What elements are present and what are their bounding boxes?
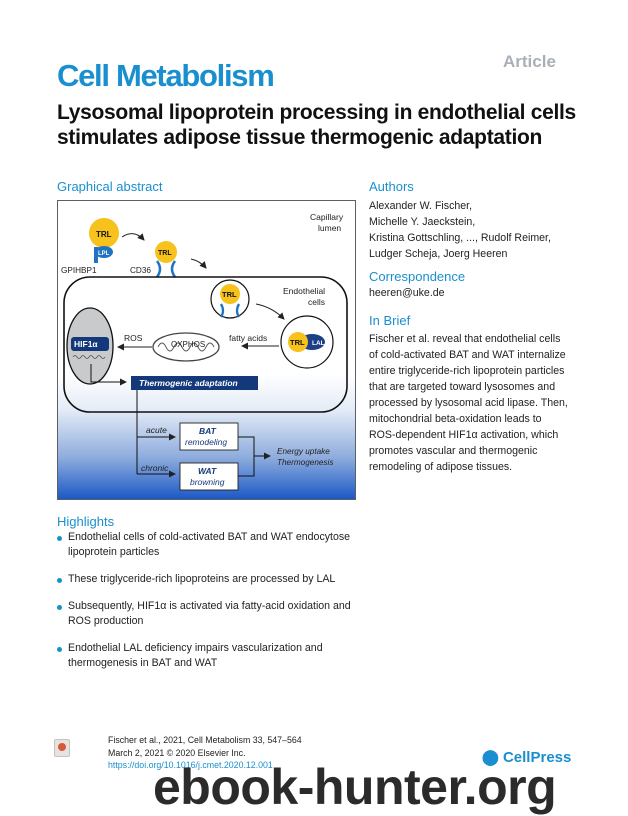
- author-line: Kristina Gottschling, ..., Rudolf Reimer…: [369, 232, 551, 244]
- highlight-item: Subsequently, HIF1α is activated via fat…: [57, 599, 367, 629]
- capillary-lumen-label-2: lumen: [318, 223, 341, 233]
- highlights-heading: Highlights: [57, 514, 115, 529]
- correspondence-email[interactable]: heeren@uke.de: [369, 287, 445, 299]
- fatty-acids-label: fatty acids: [229, 333, 267, 343]
- trl-label-1: TRL: [96, 230, 112, 239]
- trl-label-4: TRL: [290, 338, 305, 347]
- author-line: Alexander W. Fischer,: [369, 200, 473, 212]
- highlights-list: Endothelial cells of cold-activated BAT …: [57, 530, 367, 683]
- in-brief-heading: In Brief: [369, 313, 411, 328]
- highlight-item: Endothelial cells of cold-activated BAT …: [57, 530, 367, 560]
- mitochondrion-oxphos: OXPHOS: [152, 332, 220, 362]
- acute-label: acute: [146, 425, 167, 435]
- cellpress-logo: ⬤ CellPress: [482, 748, 571, 766]
- ros-label: ROS: [124, 333, 143, 343]
- check-for-updates-icon[interactable]: [54, 739, 70, 757]
- doi-link[interactable]: https://doi.org/10.1016/j.cmet.2020.12.0…: [108, 760, 273, 770]
- browning-label: browning: [190, 477, 225, 487]
- trl-label-3: TRL: [222, 290, 237, 299]
- endocytosed-trl: TRL: [210, 279, 250, 319]
- author-line: Michelle Y. Jaeckstein,: [369, 216, 476, 228]
- date-copyright-line: March 2, 2021 © 2020 Elsevier Inc.: [108, 747, 246, 758]
- citation-block: Fischer et al., 2021, Cell Metabolism 33…: [108, 734, 302, 772]
- author-line: Ludger Scheja, Joerg Heeren: [369, 248, 508, 260]
- endothelial-cells-label-2: cells: [308, 297, 325, 307]
- thermogenic-adaptation-box: [131, 376, 258, 390]
- graphical-abstract-heading: Graphical abstract: [57, 179, 163, 194]
- authors-heading: Authors: [369, 179, 414, 194]
- wat-label: WAT: [198, 466, 217, 476]
- gpihbp1-label: GPIHBP1: [61, 266, 97, 275]
- graphical-abstract-diagram: Capillary lumen TRL LPL GPIHBP1 TRL CD36…: [61, 212, 348, 491]
- nucleus-hif1a: HIF1α: [66, 307, 114, 385]
- graphical-abstract-figure: Capillary lumen TRL LPL GPIHBP1 TRL CD36…: [57, 200, 356, 500]
- cellpress-icon: ⬤: [482, 749, 499, 766]
- hif1a-label: HIF1α: [74, 339, 98, 349]
- remodeling-label: remodeling: [185, 437, 227, 447]
- energy-uptake-label: Energy uptake: [277, 447, 330, 456]
- lpl-label: LPL: [98, 251, 110, 257]
- highlight-item: These triglyceride-rich lipoproteins are…: [57, 572, 367, 587]
- in-brief-text: Fischer et al. reveal that endothelial c…: [369, 333, 568, 473]
- cd36-label: CD36: [130, 266, 151, 275]
- chronic-label: chronic: [141, 463, 169, 473]
- article-title: Lysosomal lipoprotein processing in endo…: [57, 101, 576, 149]
- thermogenic-adaptation-label: Thermogenic adaptation: [139, 378, 238, 388]
- endothelial-cell-outline: [63, 276, 348, 413]
- lysosome-lal: TRL LAL: [280, 315, 334, 369]
- capillary-lumen-label: Capillary: [310, 212, 344, 222]
- trl-label-2: TRL: [158, 250, 172, 257]
- article-type-label: Article: [503, 52, 556, 71]
- trl-lpl-complex: TRL LPL: [89, 218, 119, 263]
- watermark-text: ebook-hunter.org: [153, 759, 557, 815]
- oxphos-label: OXPHOS: [171, 340, 205, 349]
- correspondence-heading: Correspondence: [369, 269, 466, 284]
- authors-list: Alexander W. Fischer, Michelle Y. Jaecks…: [369, 198, 609, 262]
- cellpress-wordmark: CellPress: [502, 749, 572, 766]
- bat-label: BAT: [199, 426, 217, 436]
- citation-line: Fischer et al., 2021, Cell Metabolism 33…: [108, 735, 302, 745]
- thermogenesis-label: Thermogenesis: [277, 458, 333, 467]
- trl-cd36-complex: TRL: [155, 241, 177, 278]
- highlight-item: Endothelial LAL deficiency impairs vascu…: [57, 641, 367, 671]
- endothelial-cells-label: Endothelial: [283, 286, 325, 296]
- lal-label: LAL: [312, 340, 325, 347]
- journal-name: Cell Metabolism: [57, 58, 275, 93]
